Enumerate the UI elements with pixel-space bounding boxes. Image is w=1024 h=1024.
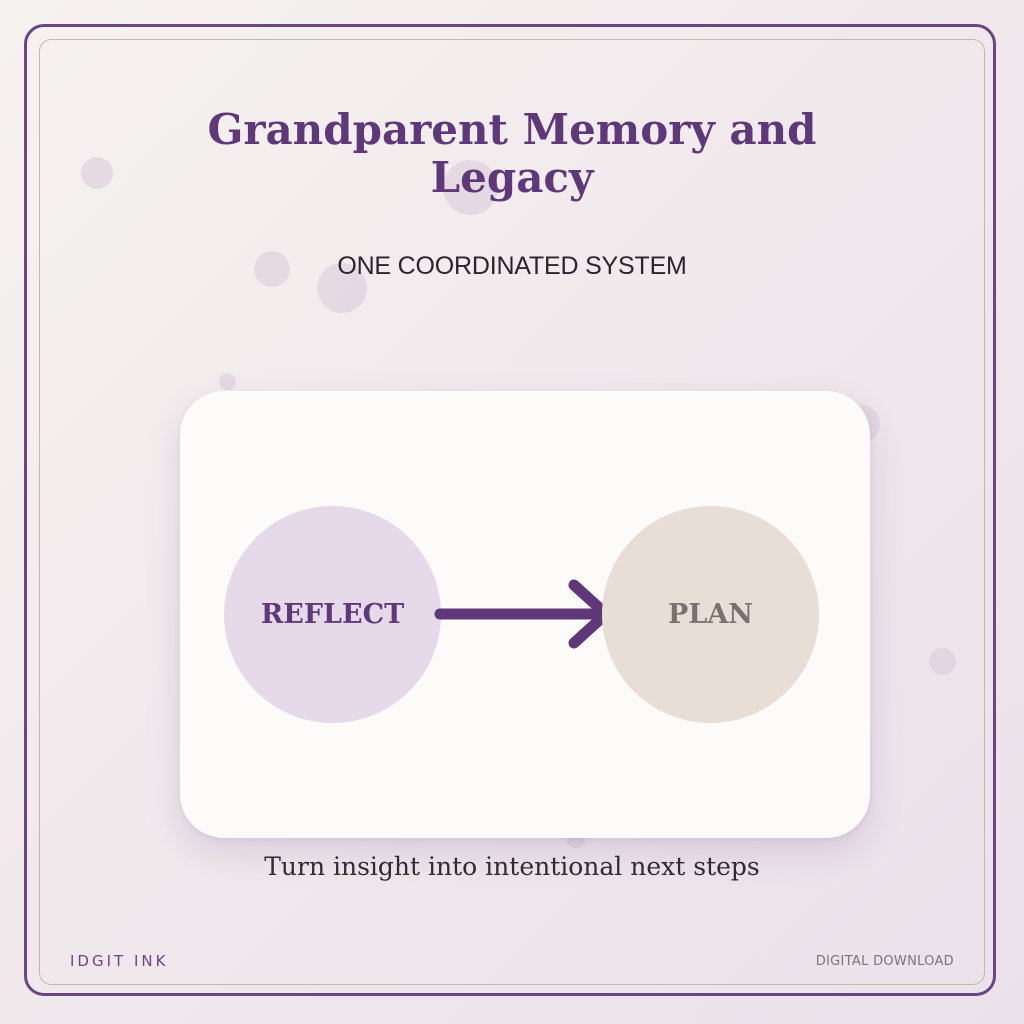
reflect-label: REFLECT	[260, 599, 405, 630]
decorative-dot	[81, 157, 113, 189]
decorative-dot	[443, 160, 498, 215]
decorative-dot	[317, 263, 367, 313]
plan-label: PLAN	[668, 599, 753, 630]
flow-card: REFLECT PLAN	[180, 391, 870, 838]
plan-circle: PLAN	[602, 506, 819, 723]
page-subtitle: ONE COORDINATED SYSTEM	[337, 252, 687, 280]
decorative-dot	[219, 373, 236, 390]
brand-name: IDGIT INK	[70, 952, 169, 970]
reflect-circle: REFLECT	[224, 506, 441, 723]
arrow-right-icon	[434, 579, 616, 649]
decorative-dot	[254, 251, 290, 287]
download-label: DIGITAL DOWNLOAD	[815, 954, 954, 969]
decorative-dot	[929, 648, 956, 675]
outer-frame	[24, 24, 996, 996]
page-title: Grandparent Memory and Legacy	[207, 105, 817, 202]
caption: Turn insight into intentional next steps	[264, 852, 760, 881]
inner-frame	[39, 39, 985, 985]
